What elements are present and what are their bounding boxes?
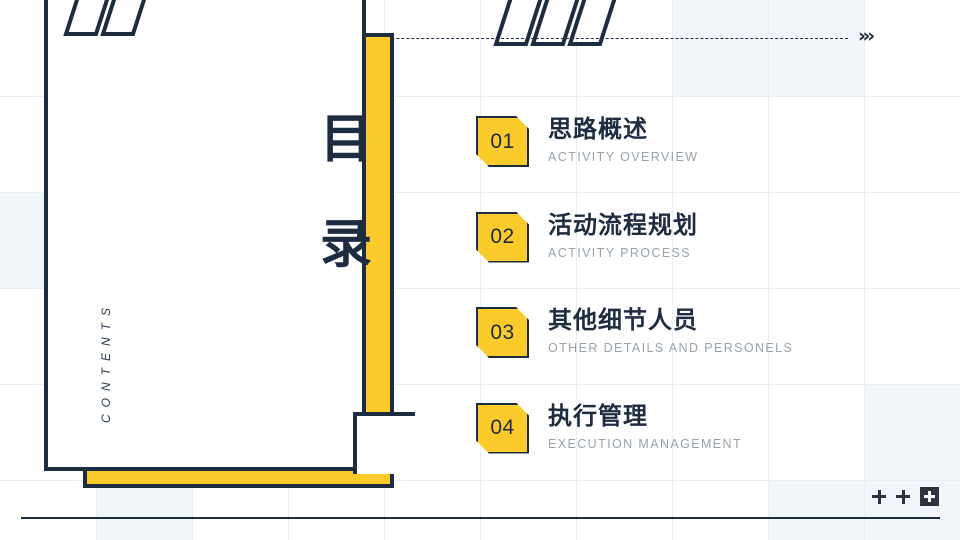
slash-icon — [566, 0, 617, 46]
toc-title-cn: 活动流程规划 — [548, 210, 698, 239]
toc-text-block: 执行管理 EXECUTION MANAGEMENT — [548, 399, 742, 453]
toc-item-02[interactable]: 02 活动流程规划 ACTIVITY PROCESS — [476, 211, 936, 308]
toc-number-badge: 03 — [476, 307, 529, 358]
toc-item-04[interactable]: 04 执行管理 EXECUTION MANAGEMENT — [476, 402, 936, 499]
toc-text-block: 其他细节人员 OTHER DETAILS AND PERSONELS — [548, 303, 793, 357]
slash-icon — [62, 0, 110, 36]
slash-icon — [99, 0, 147, 36]
toc-number-badge: 02 — [476, 212, 529, 263]
plus-boxed-icon[interactable] — [920, 487, 939, 506]
contents-vertical-label-text: CONTENTS — [99, 301, 113, 423]
plus-icon — [896, 489, 910, 504]
toc-number-badge: 01 — [476, 116, 529, 167]
slash-icon — [529, 0, 580, 46]
toc-title-en: EXECUTION MANAGEMENT — [548, 436, 742, 451]
toc-title-en: ACTIVITY PROCESS — [548, 245, 692, 260]
toc-title-cn: 执行管理 — [548, 401, 648, 430]
toc-item-03[interactable]: 03 其他细节人员 OTHER DETAILS AND PERSONELS — [476, 306, 936, 403]
grid-tint-cell — [96, 480, 192, 540]
top-dashed-rule — [172, 38, 848, 39]
plus-icon — [872, 489, 886, 504]
bottom-rule — [21, 517, 940, 520]
toc-title-en: ACTIVITY OVERVIEW — [548, 150, 699, 164]
contents-card: 目 录 CONTENTS — [44, 0, 415, 474]
toc-text-block: 活动流程规划 ACTIVITY PROCESS — [548, 208, 698, 262]
chevron-double-right-icon: »› — [858, 25, 875, 47]
toc-number-badge: 04 — [476, 403, 529, 454]
toc-text-block: 思路概述 ACTIVITY OVERVIEW — [548, 112, 698, 166]
toc-list: 01 思路概述 ACTIVITY OVERVIEW 02 活动流程规划 ACTI… — [476, 115, 936, 499]
card-corner-notch — [353, 412, 415, 474]
page-title-char-2: 录 — [319, 215, 372, 275]
grid-tint-cell — [672, 0, 864, 96]
plus-marks-group — [872, 487, 939, 506]
toc-title-cn: 思路概述 — [548, 115, 648, 143]
page-title: 目 录 — [306, 88, 386, 298]
contents-vertical-label: CONTENTS — [99, 272, 113, 452]
toc-title-cn: 其他细节人员 — [548, 306, 698, 334]
page-title-char-1: 目 — [319, 110, 372, 170]
slash-icon — [492, 0, 543, 46]
toc-item-01[interactable]: 01 思路概述 ACTIVITY OVERVIEW — [476, 115, 936, 212]
toc-title-en: OTHER DETAILS AND PERSONELS — [548, 341, 794, 355]
